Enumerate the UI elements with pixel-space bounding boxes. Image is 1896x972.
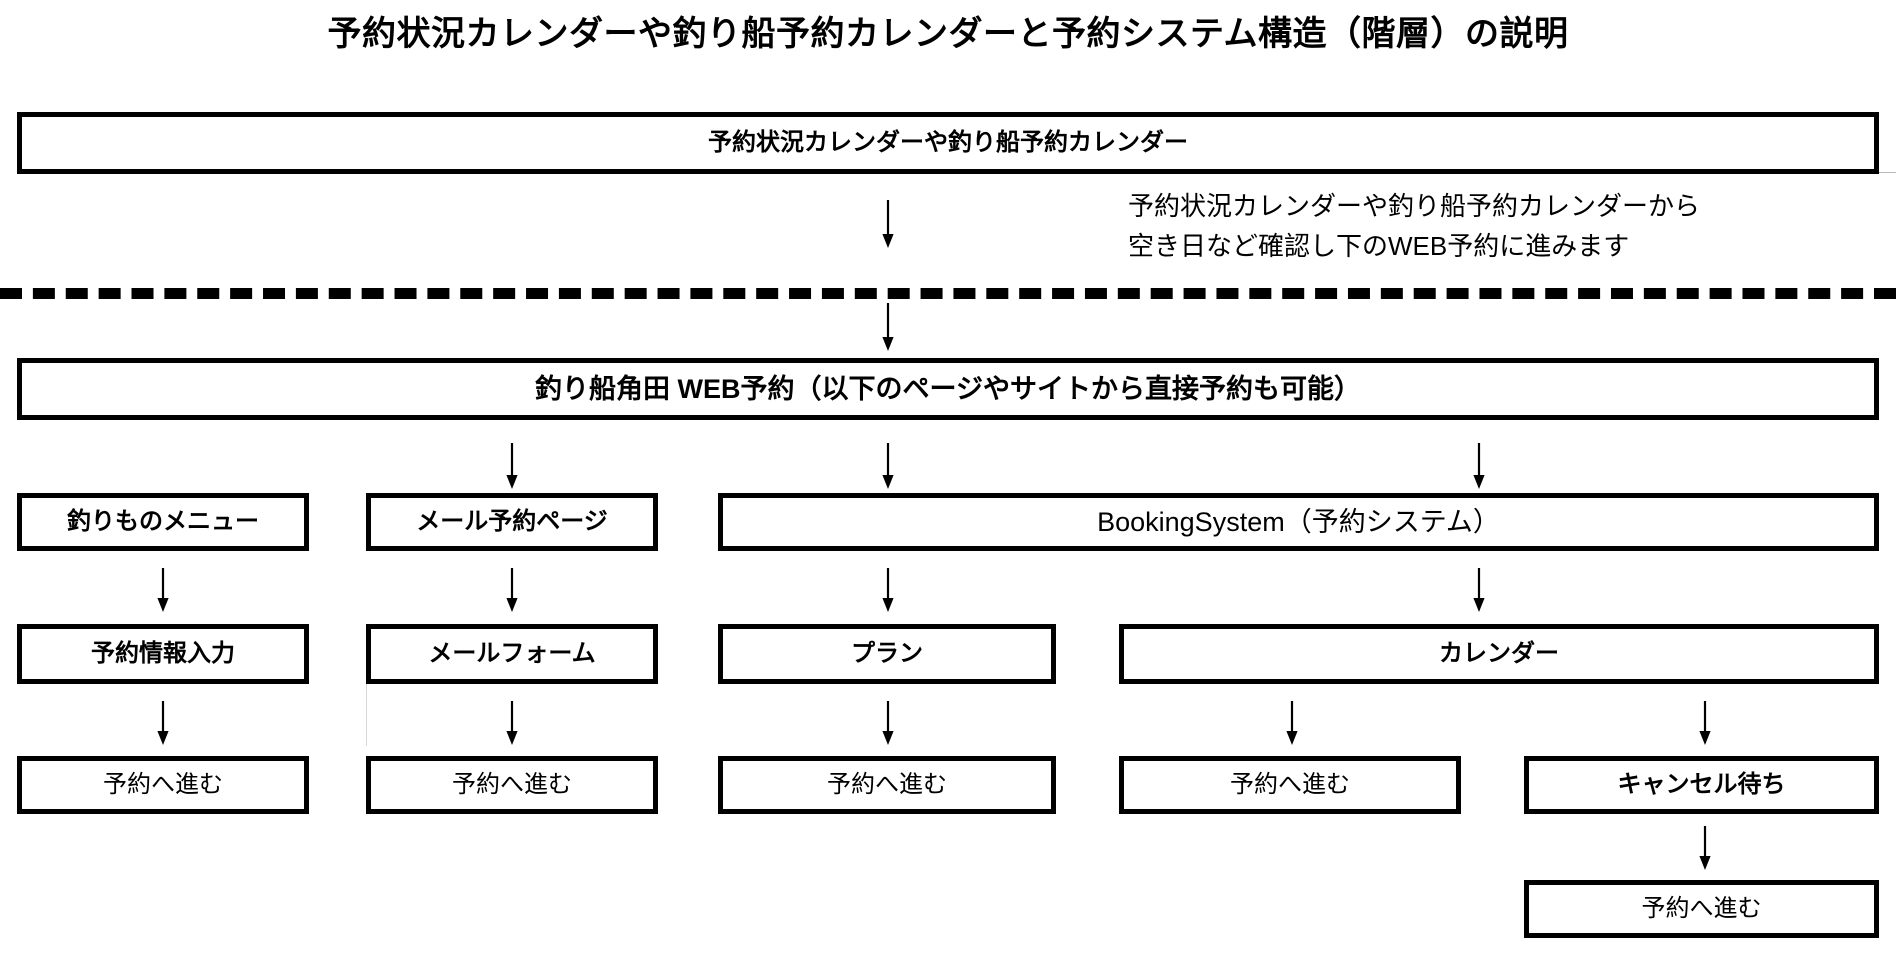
node-proceed-4-label: 予約へ進む [1230, 770, 1350, 798]
annotation-note: 予約状況カレンダーや釣り船予約カレンダーから 空き日など確認し下のWEB予約に進… [1128, 186, 1700, 266]
arrow-down-icon-8 [877, 568, 899, 612]
arrow-down-icon-15 [1694, 826, 1716, 870]
annotation-note-line1: 予約状況カレンダーや釣り船予約カレンダーから [1128, 191, 1701, 221]
node-mail-form[interactable]: メールフォーム [366, 624, 658, 684]
arrow-down-icon-3 [501, 443, 523, 489]
arrow-down-icon-14 [1694, 701, 1716, 745]
node-calendar-label: カレンダー [1439, 639, 1559, 667]
arrow-down-icon-6 [152, 568, 174, 612]
node-booking-system[interactable]: BookingSystem（予約システム） [718, 493, 1879, 551]
arrow-down-icon-5 [1468, 443, 1490, 489]
arrow-down-icon-12 [877, 701, 899, 745]
node-proceed-2[interactable]: 予約へ進む [366, 756, 658, 814]
node-reserve-info-input[interactable]: 予約情報入力 [17, 624, 309, 684]
node-plan[interactable]: プラン [718, 624, 1056, 684]
node-mail-form-label: メールフォーム [428, 639, 596, 667]
node-web-reserve[interactable]: 釣り船角田 WEB予約（以下のページやサイトから直接予約も可能） [17, 358, 1879, 420]
node-calendar[interactable]: カレンダー [1119, 624, 1879, 684]
node-proceed-2-label: 予約へ進む [452, 770, 572, 798]
page-title: 予約状況カレンダーや釣り船予約カレンダーと予約システム構造（階層）の説明 [327, 15, 1569, 53]
arrow-down-icon-4 [877, 443, 899, 489]
row1-hairline [1879, 172, 1896, 173]
node-fishing-menu-label: 釣りものメニュー [67, 507, 259, 535]
node-plan-label: プラン [851, 639, 923, 667]
arrow-down-icon-7 [501, 568, 523, 612]
node-proceed-1-label: 予約へ進む [103, 770, 223, 798]
node-mail-page[interactable]: メール予約ページ [366, 493, 658, 551]
node-booking-system-label: BookingSystem（予約システム） [1097, 506, 1500, 537]
node-proceed-5-label: 予約へ進む [1641, 894, 1762, 922]
node-mail-page-label: メール予約ページ [416, 507, 608, 535]
node-proceed-3-label: 予約へ進む [827, 770, 947, 798]
node-cancel-wait[interactable]: キャンセル待ち [1524, 756, 1879, 814]
node-cancel-wait-label: キャンセル待ち [1617, 770, 1786, 798]
annotation-note-line2: 空き日など確認し下のWEB予約に進みます [1128, 231, 1630, 261]
arrow-down-icon-10 [152, 701, 174, 745]
dashed-divider [0, 288, 1896, 299]
node-web-reserve-label: 釣り船角田 WEB予約（以下のページやサイトから直接予約も可能） [535, 373, 1361, 404]
mail-column-guide [366, 684, 367, 746]
node-fishing-menu[interactable]: 釣りものメニュー [17, 493, 309, 551]
node-proceed-5[interactable]: 予約へ進む [1524, 880, 1879, 938]
node-proceed-4[interactable]: 予約へ進む [1119, 756, 1461, 814]
arrow-down-icon-9 [1468, 568, 1490, 612]
arrow-down-icon-1 [877, 200, 899, 248]
arrow-down-icon-2 [877, 303, 899, 351]
node-reserve-info-input-label: 予約情報入力 [91, 639, 235, 667]
node-proceed-1[interactable]: 予約へ進む [17, 756, 309, 814]
arrow-down-icon-11 [501, 701, 523, 745]
node-calendar-top-label: 予約状況カレンダーや釣り船予約カレンダー [708, 128, 1188, 156]
arrow-down-icon-13 [1281, 701, 1303, 745]
node-proceed-3[interactable]: 予約へ進む [718, 756, 1056, 814]
node-calendar-top[interactable]: 予約状況カレンダーや釣り船予約カレンダー [17, 112, 1879, 174]
